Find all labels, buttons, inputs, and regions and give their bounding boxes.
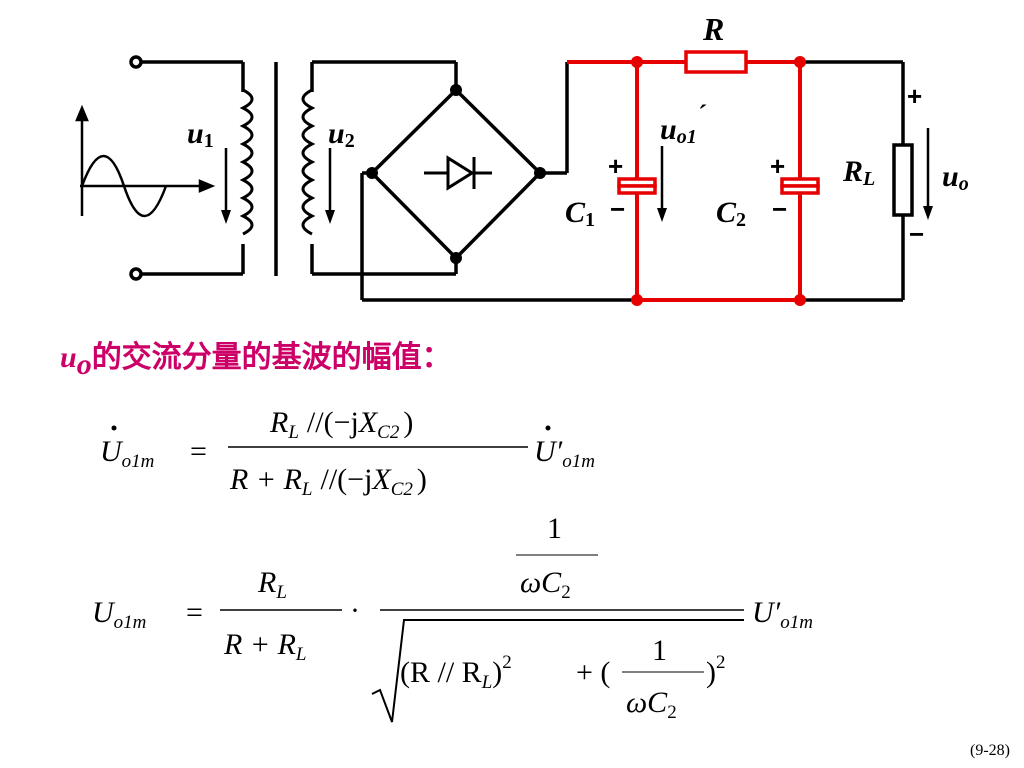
f1-eq: =: [190, 435, 207, 468]
c2-label: C2: [716, 196, 746, 231]
heading-var-sub: o: [76, 348, 92, 381]
c1-plus: +: [608, 151, 623, 181]
input-terminal-bottom: [129, 267, 143, 281]
f1-rhs-dot: [545, 425, 551, 431]
secondary-wiring: [310, 60, 458, 276]
primary-coil: [239, 88, 254, 236]
c2-plus: +: [770, 151, 785, 181]
f2-eq: =: [186, 596, 203, 629]
heading-text: uo的交流分量的基波的幅值：: [60, 332, 452, 382]
f2-frac-num: RL: [257, 566, 287, 603]
u1-label: u1: [187, 117, 214, 152]
f1-lhs-dot: [111, 425, 117, 431]
u2-arrow: [325, 148, 335, 224]
c1-minus: −: [610, 194, 625, 224]
f2-num-one: 1: [547, 512, 562, 545]
f2-inner-one: 1: [652, 634, 667, 667]
pi-filter: [567, 60, 802, 302]
heading-var: u: [60, 341, 77, 374]
f1-rhs: U′o1m: [534, 435, 595, 472]
bridge-rectifier: [366, 84, 546, 264]
uo-arrow: [923, 128, 933, 220]
capacitor-c1: [617, 177, 657, 195]
f2-plus: + (: [576, 656, 610, 689]
uo1-arrow: [657, 146, 667, 222]
f2-num-omega: ωC2: [520, 566, 571, 603]
heading-caption: 的交流分量的基波的幅值：: [91, 340, 452, 375]
c1-label: C1: [565, 196, 595, 231]
input-terminal-top: [129, 55, 143, 69]
c2-minus: −: [772, 194, 787, 224]
uo1-label: uo1´: [660, 100, 707, 148]
uo-label: uo: [942, 160, 969, 195]
resistor-r: [684, 50, 748, 74]
bridge-output-wiring: [360, 60, 905, 302]
u1-arrow: [221, 148, 231, 224]
f2-rhs: U′o1m: [752, 596, 813, 633]
page-number: (9-28): [970, 742, 1010, 759]
f2-radical: [371, 619, 744, 723]
formula-2: Uo1m = RL R + RL · 1 ωC2 (R // RL)2 + ( …: [92, 512, 813, 723]
rl-label: RL: [842, 155, 875, 190]
f1-numerator: RL//(−jXC2): [269, 406, 413, 443]
uo-minus: −: [909, 219, 924, 249]
diode-icon: [424, 155, 492, 191]
f2-inner-omega: ωC2: [626, 686, 677, 723]
f2-dot: ·: [350, 594, 360, 627]
sine-source-icon: [75, 104, 216, 218]
filter-nodes: [631, 56, 806, 306]
input-wiring: [129, 55, 245, 281]
f2-rad-a: (R // RL)2: [400, 652, 512, 693]
f2-close: )2: [706, 652, 726, 689]
secondary-coil: [301, 88, 316, 236]
f2-lhs: Uo1m: [92, 596, 146, 633]
f1-denominator: R + RL//(−jXC2): [229, 463, 427, 500]
capacitor-c2: [780, 177, 820, 195]
u2-label: u2: [328, 117, 355, 152]
f2-frac-den: R + RL: [223, 628, 306, 665]
uo-plus: +: [907, 81, 922, 111]
resistor-rl: [892, 143, 914, 217]
formula-1: Uo1m = RL//(−jXC2) R + RL//(−jXC2) U′o1m: [100, 406, 595, 500]
r-label: R: [702, 11, 724, 47]
f1-lhs: Uo1m: [100, 435, 154, 472]
